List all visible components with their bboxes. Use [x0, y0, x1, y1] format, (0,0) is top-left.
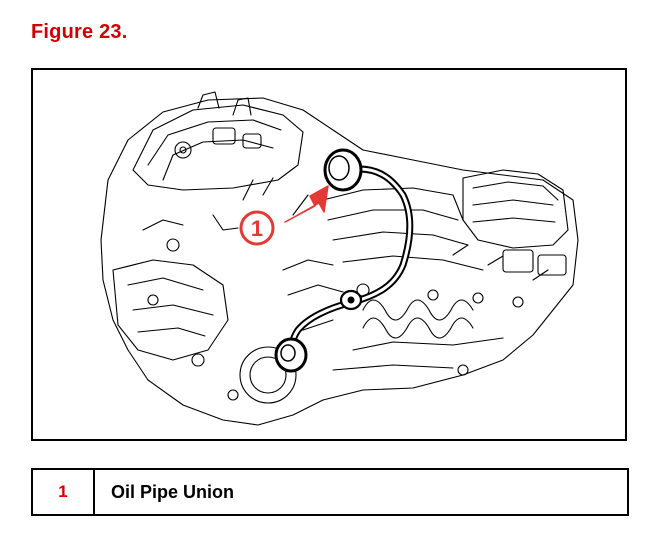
- engine-outline-icon: [100, 91, 579, 426]
- callout-arrow-icon: [284, 185, 329, 223]
- callout-number: 1: [251, 216, 263, 241]
- oil-pipe-icon: [274, 148, 414, 373]
- engine-diagram: 1: [100, 91, 579, 426]
- legend-label: Oil Pipe Union: [111, 481, 235, 502]
- callout-marker: 1: [239, 210, 275, 246]
- legend-number: 1: [33, 470, 95, 514]
- diagram-frame: 1: [31, 68, 627, 441]
- legend-table: 1 Oil Pipe Union: [31, 468, 629, 516]
- figure-title: Figure 23.: [31, 21, 128, 43]
